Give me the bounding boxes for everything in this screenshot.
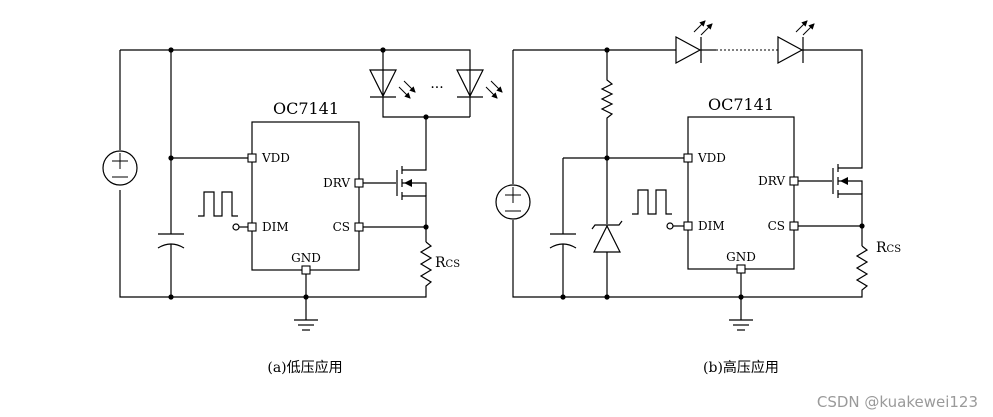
pin-cs-label-a: CS [333, 220, 350, 234]
capacitor-a [157, 233, 185, 297]
pin-vdd-label-a: VDD [261, 151, 290, 165]
resistor-top-b [600, 50, 614, 224]
pin-dim-label-b: DIM [698, 219, 725, 233]
dc-source-b [495, 184, 531, 220]
pin-dim-b [683, 221, 693, 231]
pin-gnd-b [736, 264, 746, 274]
pin-cs-label-b: CS [768, 219, 785, 233]
resistor-rcs-b [855, 245, 869, 292]
pin-gnd-a [301, 265, 311, 275]
wire-bottom-b [512, 220, 863, 298]
resistor-rcs-a [419, 241, 433, 292]
pin-gnd-label-a: GND [291, 251, 321, 265]
pin-vdd-label-b: VDD [697, 151, 726, 165]
dc-source-a [102, 150, 138, 186]
chip-label-b: OC7141 [708, 95, 774, 114]
pin-drv-label-a: DRV [323, 176, 350, 190]
ground-symbol-a [294, 319, 318, 331]
pin-drv-label-b: DRV [758, 174, 785, 188]
pin-dim-a [247, 222, 257, 232]
pwm-signal-icon-a [198, 191, 238, 217]
led-1-b [675, 20, 713, 65]
pwm-signal-icon-b [632, 189, 672, 215]
mosfet-b [832, 164, 863, 246]
dim-input-terminal-a [232, 223, 240, 231]
pin-drv-b [789, 176, 799, 186]
pin-cs-b [789, 221, 799, 231]
pin-vdd-b [683, 153, 693, 163]
pin-vdd-a [247, 153, 257, 163]
caption-b: (b)高压应用 [703, 359, 779, 376]
led-ellipsis-a: ··· [430, 80, 443, 96]
chip-body-b [687, 116, 795, 270]
zener-diode-b [591, 220, 623, 297]
rcs-label-b: RCS [876, 240, 901, 256]
watermark: CSDN @kuakewei123 [817, 393, 978, 411]
wire-bottom-a [119, 190, 427, 298]
pin-gnd-label-b: GND [726, 250, 756, 264]
pin-drv-a [354, 178, 364, 188]
led-2-a [456, 69, 503, 99]
ground-symbol-b [729, 319, 753, 331]
led-1-a [369, 69, 416, 99]
wire-top-right-b [802, 49, 863, 165]
caption-a: (a)低压应用 [267, 359, 342, 376]
mosfet-a [396, 117, 427, 242]
led-2-b [777, 20, 815, 65]
wire-led-a [382, 50, 470, 118]
capacitor-b [549, 233, 577, 297]
dim-input-terminal-b [666, 222, 674, 230]
pin-cs-a [354, 222, 364, 232]
pin-dim-label-a: DIM [262, 220, 289, 234]
chip-body-a [251, 121, 360, 271]
circuit-b: OC7141 VDD DRV DIM CS GND [495, 20, 901, 376]
chip-label-a: OC7141 [273, 99, 339, 118]
rcs-label-a: RCS [435, 255, 460, 271]
circuit-a: OC7141 VDD DRV DIM CS GND [102, 47, 503, 376]
